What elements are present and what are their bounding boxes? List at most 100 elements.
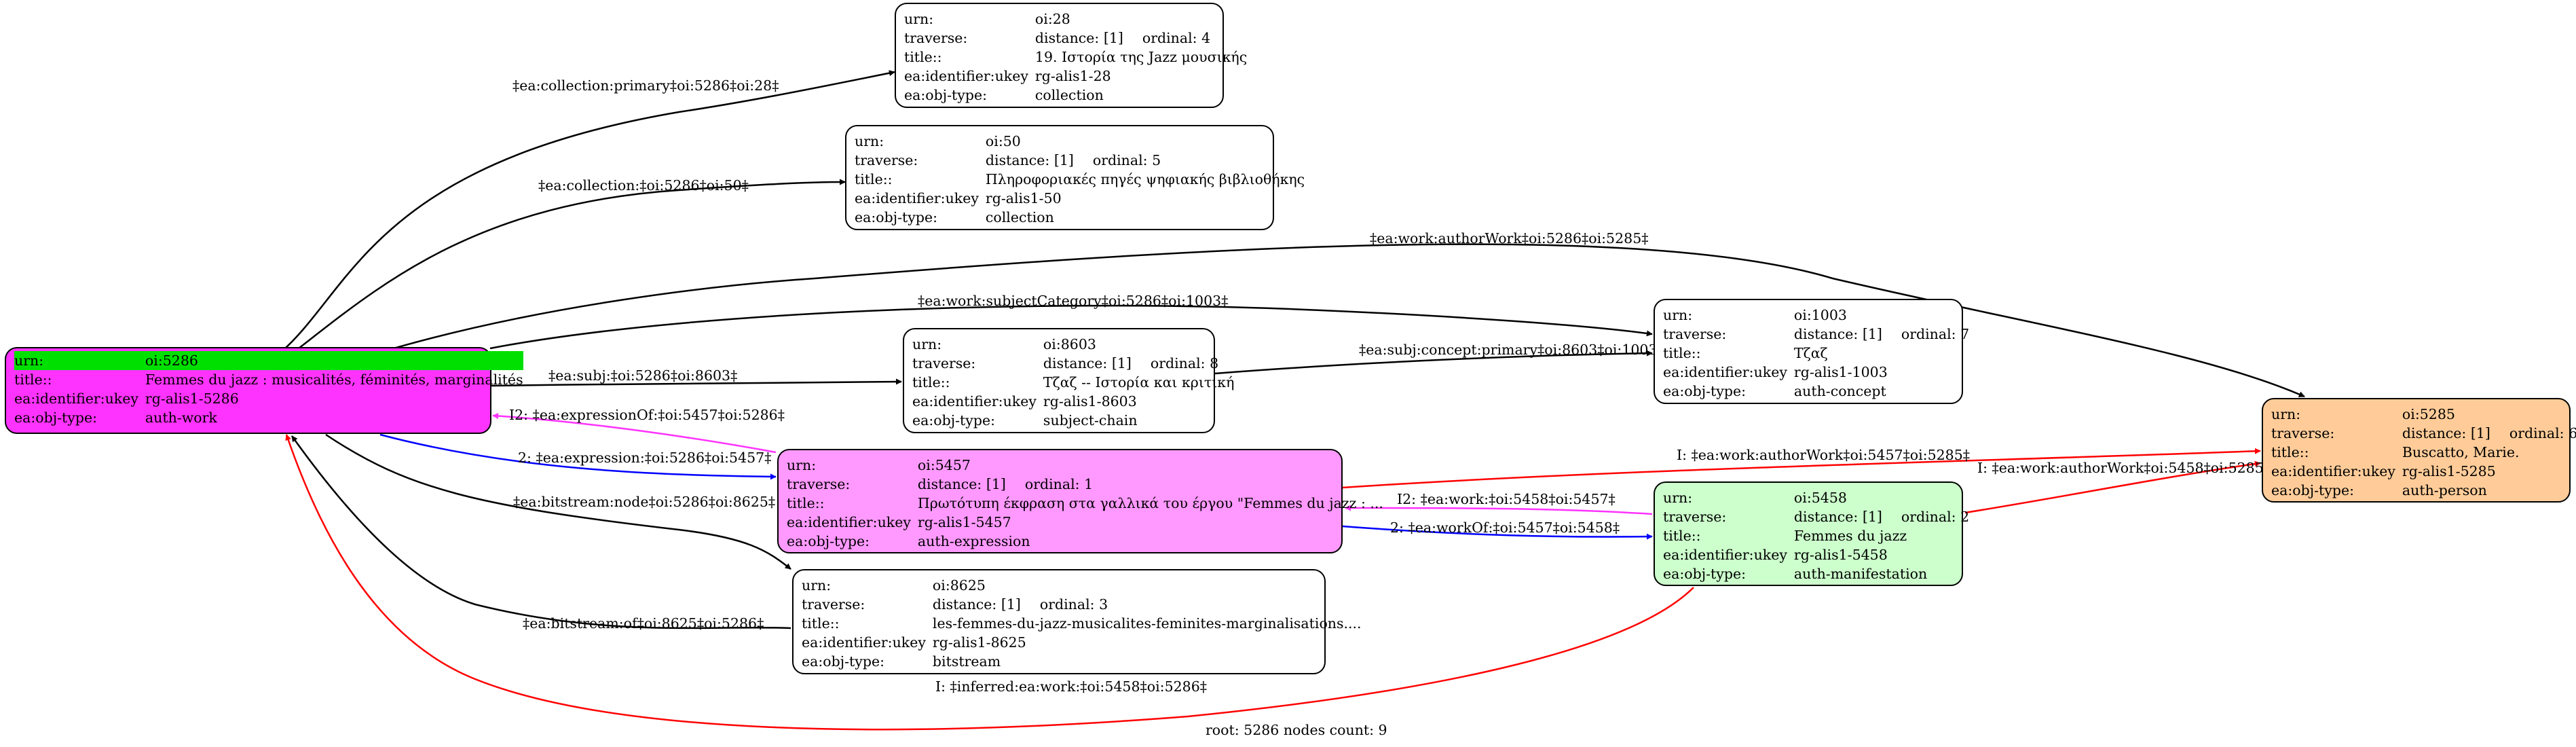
edge-label: 2: ‡ea:workOf:‡oi:5457‡oi:5458‡ — [1390, 520, 1620, 536]
key-ukey: ea:identifier:ukey — [1663, 364, 1787, 380]
value-urn: oi:5285 — [2402, 406, 2455, 422]
key-urn: urn: — [787, 457, 817, 473]
key-obj-type: ea:obj-type: — [1663, 566, 1746, 582]
node-oi-5458[interactable]: urn:oi:5458 traverse:distance: [1]ordina… — [1654, 481, 1969, 586]
edge-8625-5286 — [291, 435, 791, 630]
edge-5286-8603 — [489, 378, 902, 387]
edge-label: ‡ea:bitstream:node‡oi:5286‡oi:8625‡ — [513, 494, 775, 510]
value-urn: oi:28 — [1034, 11, 1070, 27]
key-title: title:: — [1663, 528, 1701, 544]
value-title: Πληροφοριακές πηγές ψηφιακής βιβλιοθήκης — [985, 171, 1305, 187]
key-title: title:: — [2271, 444, 2309, 460]
node-oi-1003[interactable]: urn:oi:1003 traverse:distance: [1]ordina… — [1654, 299, 1969, 404]
key-title: title:: — [1663, 345, 1701, 361]
value-title: Τζαζ — [1793, 345, 1828, 361]
value-title: Τζαζ -- Ιστορία και κριτική — [1043, 374, 1235, 390]
value-urn: oi:5458 — [1793, 490, 1847, 506]
key-ukey: ea:identifier:ukey — [1663, 547, 1787, 563]
key-traverse: traverse: — [855, 152, 918, 168]
edge-5286-28 — [284, 70, 895, 349]
value-ordinal: ordinal: 2 — [1901, 509, 1970, 525]
key-urn: urn: — [912, 336, 942, 352]
edge-label: 2: ‡ea:expression:‡oi:5286‡oi:5457‡ — [518, 450, 771, 466]
node-oi-28[interactable]: urn:oi:28 traverse:distance: [1]ordinal:… — [895, 3, 1247, 108]
key-traverse: traverse: — [904, 30, 968, 46]
key-ukey: ea:identifier:ukey — [802, 634, 926, 651]
edge-5458-5285 — [1964, 460, 2261, 514]
key-traverse: traverse: — [802, 596, 865, 613]
key-ukey: ea:identifier:ukey — [912, 393, 1037, 409]
value-ordinal: ordinal: 5 — [1092, 152, 1161, 168]
value-ordinal: ordinal: 7 — [1901, 326, 1970, 342]
edge-5458-5457 — [1345, 505, 1653, 515]
value-distance: distance: [1] — [1793, 326, 1882, 342]
value-ukey: rg-alis1-5457 — [917, 514, 1011, 530]
value-ukey: rg-alis1-8625 — [932, 634, 1026, 651]
value-obj-type: auth-manifestation — [1793, 566, 1928, 582]
edge-5286-8625 — [325, 433, 791, 570]
value-distance: distance: [1] — [1034, 30, 1123, 46]
key-obj-type: ea:obj-type: — [2271, 482, 2354, 498]
value-urn: oi:5457 — [917, 457, 971, 473]
key-urn: urn: — [2271, 406, 2301, 422]
value-title: Buscatto, Marie. — [2402, 444, 2520, 460]
edge-5286-1003 — [489, 304, 1653, 350]
node-oi-5286[interactable]: urn:oi:5286 title::Femmes du jazz : musi… — [5, 347, 523, 434]
value-urn: oi:5286 — [145, 351, 523, 370]
edge-5286-50 — [298, 179, 846, 349]
key-title: title:: — [14, 371, 52, 388]
value-ordinal: ordinal: 1 — [1024, 476, 1094, 492]
key-urn: urn: — [802, 577, 832, 594]
value-distance: distance: [1] — [1043, 355, 1132, 371]
graph-caption: root: 5286 nodes count: 9 — [1206, 722, 1387, 738]
value-distance: distance: [1] — [2402, 425, 2490, 441]
value-obj-type: subject-chain — [1043, 412, 1138, 429]
edge-label: ‡ea:collection:‡oi:5286‡oi:50‡ — [538, 177, 749, 194]
key-ukey: ea:identifier:ukey — [2271, 463, 2395, 479]
value-urn: oi:50 — [985, 133, 1021, 149]
key-title: title:: — [787, 495, 825, 511]
edge-5457-5286 — [492, 413, 777, 454]
value-obj-type: auth-work — [145, 409, 217, 426]
value-obj-type: bitstream — [932, 653, 1001, 670]
key-traverse: traverse: — [1663, 509, 1727, 525]
value-urn: oi:8603 — [1043, 336, 1096, 352]
key-traverse: traverse: — [2271, 425, 2335, 441]
key-ukey: ea:identifier:ukey — [787, 514, 911, 530]
key-urn: urn: — [855, 133, 884, 149]
value-obj-type: collection — [1034, 87, 1104, 103]
value-ukey: rg-alis1-5286 — [145, 390, 239, 407]
node-oi-50[interactable]: urn: oi:50 traverse: distance: [1] ordinal:… — [845, 125, 1305, 230]
edge-label: I: ‡inferred:ea:work:‡oi:5458‡oi:5286‡ — [935, 678, 1207, 695]
edge-label: ‡ea:work:subjectCategory‡oi:5286‡oi:1003… — [918, 293, 1228, 309]
value-ukey: rg-alis1-5285 — [2402, 463, 2496, 479]
value-distance: distance: [1] — [985, 152, 1074, 168]
edge-label: ‡ea:bitstream:of‡oi:8625‡oi:5286‡ — [523, 615, 764, 632]
key-traverse: traverse: — [912, 355, 976, 371]
value-distance: distance: [1] — [1793, 509, 1882, 525]
edge-label: ‡ea:subj:concept:primary‡oi:8603‡oi:1003… — [1359, 342, 1664, 358]
value-title: Femmes du jazz — [1793, 528, 1907, 544]
key-urn: urn: — [14, 351, 145, 370]
edge-label: ‡ea:collection:primary‡oi:5286‡oi:28‡ — [512, 77, 779, 94]
key-ukey: ea:identifier:ukey — [14, 390, 138, 407]
key-obj-type: ea:obj-type: — [912, 412, 995, 429]
value-ukey: rg-alis1-5458 — [1793, 547, 1888, 563]
edge-label: ‡ea:subj:‡oi:5286‡oi:8603‡ — [548, 367, 737, 384]
value-obj-type: collection — [985, 209, 1054, 225]
node-oi-8603[interactable]: urn:oi:8603 traverse:distance: [1]ordina… — [903, 328, 1234, 433]
key-urn: urn: — [904, 11, 934, 27]
edge-label: I2: ‡ea:expressionOf:‡oi:5457‡oi:5286‡ — [509, 407, 785, 423]
key-traverse: traverse: — [1663, 326, 1727, 342]
node-oi-5457[interactable]: urn:oi:5457 traverse:distance: [1]ordina… — [777, 449, 1383, 553]
node-oi-8625[interactable]: urn:oi:8625 traverse:distance: [1]ordina… — [792, 569, 1362, 674]
value-obj-type: auth-expression — [917, 533, 1030, 549]
value-distance: distance: [1] — [932, 596, 1021, 613]
key-title: title:: — [855, 171, 893, 187]
node-oi-5285[interactable]: urn:oi:5285 traverse:distance: [1]ordina… — [2262, 398, 2576, 503]
value-title: les-femmes-du-jazz-musicalites-feminites… — [932, 615, 1362, 632]
edge-label: ‡ea:work:authorWork‡oi:5286‡oi:5285‡ — [1370, 230, 1648, 247]
key-ukey: ea:identifier:ukey — [855, 190, 979, 206]
edge-5286-5457 — [379, 433, 777, 480]
